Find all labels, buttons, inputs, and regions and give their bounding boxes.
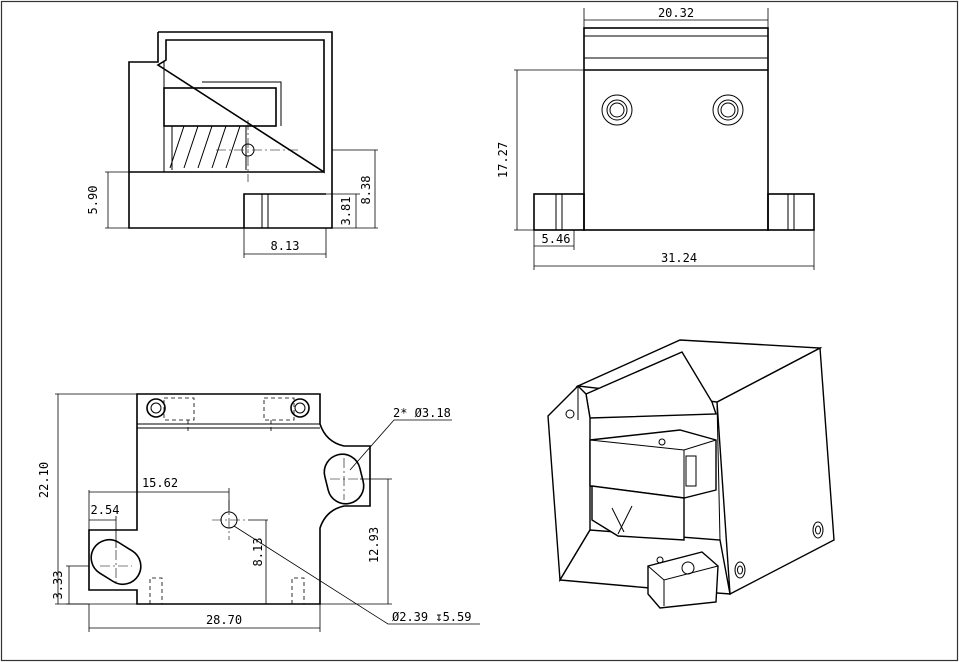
isometric-view bbox=[547, 339, 835, 609]
dim-top-width-2870: 28.70 bbox=[206, 613, 242, 627]
front-hole-left bbox=[601, 94, 633, 126]
dim-top-offset-254: 2.54 bbox=[91, 503, 120, 517]
slot-left bbox=[90, 538, 142, 586]
dim-top-height-2210: 22.10 bbox=[37, 462, 51, 498]
dim-side-height-838: 8.38 bbox=[359, 176, 373, 205]
dim-front-width-3124: 31.24 bbox=[661, 251, 697, 265]
top-hole-left bbox=[146, 398, 166, 418]
top-hole-right bbox=[290, 398, 310, 418]
slot-right bbox=[323, 453, 365, 505]
dim-front-height-1727: 17.27 bbox=[496, 142, 510, 178]
dim-front-tab-546: 5.46 bbox=[542, 232, 571, 246]
dim-side-height-381: 3.81 bbox=[339, 197, 353, 226]
dim-top-height-1293: 12.93 bbox=[367, 527, 381, 563]
side-view bbox=[105, 31, 378, 258]
callout-hole-slot: 2* Ø3.18 bbox=[393, 406, 451, 420]
front-hole-right bbox=[712, 94, 744, 126]
dim-side-width-813: 8.13 bbox=[271, 239, 300, 253]
dim-top-height-333: 3.33 bbox=[51, 571, 65, 600]
dim-side-height-590: 5.90 bbox=[86, 186, 100, 215]
dim-front-width-2032: 20.32 bbox=[658, 6, 694, 20]
callout-hole-depth: Ø2.39 ↧5.59 bbox=[392, 610, 471, 624]
top-view bbox=[55, 393, 480, 632]
dim-top-height-813: 8.13 bbox=[251, 538, 265, 567]
dim-top-offset-1562: 15.62 bbox=[142, 476, 178, 490]
front-view bbox=[514, 8, 815, 270]
